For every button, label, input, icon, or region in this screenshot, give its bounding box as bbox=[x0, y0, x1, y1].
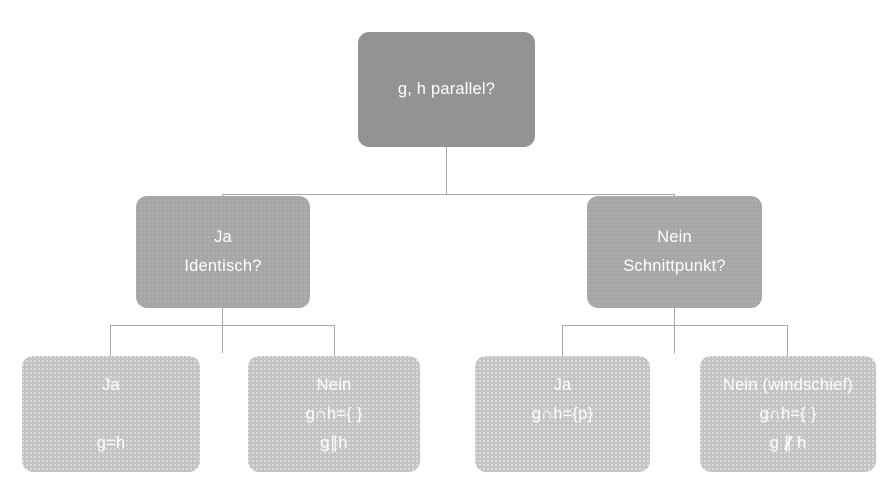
node-identisch-ja-line3: g=h bbox=[96, 433, 126, 452]
node-schnittpunkt-nein-line1: Nein (windschief) bbox=[723, 375, 853, 394]
node-schnittpunkt-ja-line2: g∩h={p} bbox=[531, 404, 594, 423]
not-parallel-suffix: h bbox=[792, 433, 807, 452]
node-schnittpunkt-ja-line1: Ja bbox=[553, 375, 572, 394]
connector-to-identisch-nein bbox=[334, 325, 335, 357]
node-schnittpunkt[interactable]: Nein Schnittpunkt? bbox=[587, 196, 762, 308]
node-schnittpunkt-line2: Schnittpunkt? bbox=[623, 257, 726, 275]
node-root[interactable]: g, h parallel? bbox=[358, 32, 535, 147]
node-identisch-line1: Ja bbox=[214, 228, 232, 246]
not-parallel-prefix: g bbox=[769, 433, 784, 452]
connector-schnittpunkt-stem bbox=[674, 308, 675, 353]
connector-schnittpunkt-bar bbox=[562, 325, 787, 326]
not-parallel-icon: ∥ bbox=[783, 429, 793, 458]
node-identisch-nein-line1: Nein bbox=[316, 375, 352, 394]
node-identisch-nein[interactable]: Nein g∩h={ } g∥h bbox=[248, 356, 420, 472]
node-identisch-line2: Identisch? bbox=[184, 257, 262, 275]
connector-to-schnittpunkt-nein bbox=[787, 325, 788, 357]
node-root-label: g, h parallel? bbox=[397, 80, 496, 98]
node-identisch-nein-line3: g∥h bbox=[320, 433, 348, 452]
connector-root-stem bbox=[446, 147, 447, 195]
node-identisch[interactable]: Ja Identisch? bbox=[136, 196, 310, 308]
node-identisch-ja[interactable]: Ja g=h bbox=[22, 356, 200, 472]
connector-to-identisch-ja bbox=[110, 325, 111, 357]
connector-identisch-stem bbox=[222, 308, 223, 353]
node-identisch-ja-line2 bbox=[22, 400, 200, 429]
connector-to-schnittpunkt-ja bbox=[562, 325, 563, 357]
node-identisch-nein-line2: g∩h={ } bbox=[305, 404, 363, 423]
node-schnittpunkt-ja[interactable]: Ja g∩h={p} bbox=[475, 356, 650, 472]
node-schnittpunkt-nein-line2: g∩h={ } bbox=[759, 404, 817, 423]
connector-root-bar bbox=[222, 194, 674, 195]
node-schnittpunkt-nein-line3: g ∥ h bbox=[700, 429, 876, 458]
node-schnittpunkt-nein[interactable]: Nein (windschief) g∩h={ } g ∥ h bbox=[700, 356, 876, 472]
node-schnittpunkt-line1: Nein bbox=[657, 228, 692, 246]
node-identisch-ja-line1: Ja bbox=[102, 375, 120, 394]
connector-identisch-bar bbox=[110, 325, 334, 326]
node-schnittpunkt-ja-line3 bbox=[475, 429, 650, 458]
